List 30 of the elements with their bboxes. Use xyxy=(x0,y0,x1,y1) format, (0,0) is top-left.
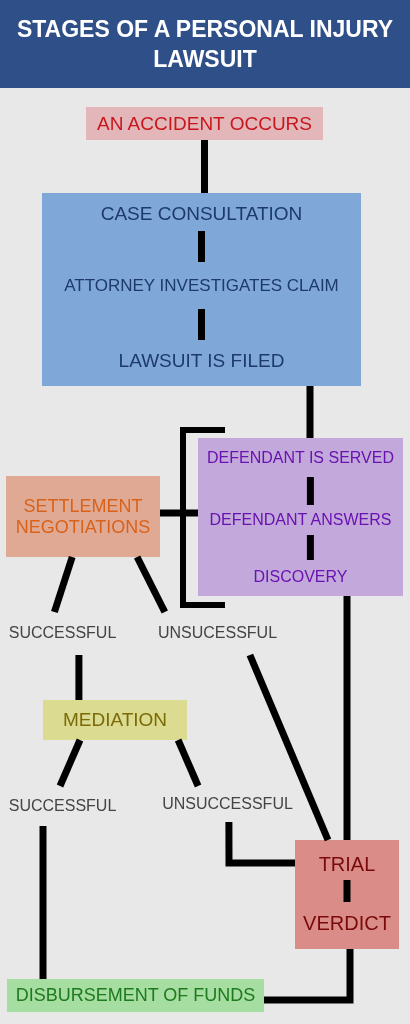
title-banner: STAGES OF A PERSONAL INJURY LAWSUIT xyxy=(0,0,410,88)
connector-line xyxy=(306,386,314,438)
connector-line xyxy=(51,555,76,614)
connector-line xyxy=(343,596,351,840)
stage-panel xyxy=(295,840,399,949)
stage-label: CASE CONSULTATION xyxy=(52,196,351,231)
stage-box: SETTLEMENT NEGOTIATIONS xyxy=(6,476,160,557)
stage-label: TRIAL xyxy=(300,848,394,880)
stage-label: LAWSUIT IS FILED xyxy=(52,340,351,382)
connector-line xyxy=(264,949,354,1004)
connector-line xyxy=(133,555,168,614)
stage-label: ATTORNEY INVESTIGATES CLAIM xyxy=(47,262,356,309)
stage-label: UNSUCESSFUL xyxy=(150,612,285,655)
stage-panel xyxy=(198,438,403,596)
connector-line xyxy=(201,140,208,193)
stage-box: AN ACCIDENT OCCURS xyxy=(86,107,323,140)
stage-label: VERDICT xyxy=(300,902,394,944)
stage-label: DEFENDANT IS SERVED xyxy=(202,440,399,477)
stage-label: DEFENDANT ANSWERS xyxy=(202,505,399,535)
stage-box: MEDIATION xyxy=(43,700,187,740)
stage-label: UNSUCCESSFUL xyxy=(155,786,300,822)
connector-line xyxy=(174,738,202,788)
stage-label: DISCOVERY xyxy=(202,560,399,594)
stage-box: DISBURSEMENT OF FUNDS xyxy=(7,979,264,1012)
stage-label: SUCCESSFUL xyxy=(5,612,120,655)
connector-line xyxy=(160,509,198,517)
stage-panel xyxy=(42,193,361,386)
connector-line xyxy=(246,653,332,842)
stage-label: SUCCESSFUL xyxy=(5,786,120,826)
connector-line xyxy=(56,738,84,788)
